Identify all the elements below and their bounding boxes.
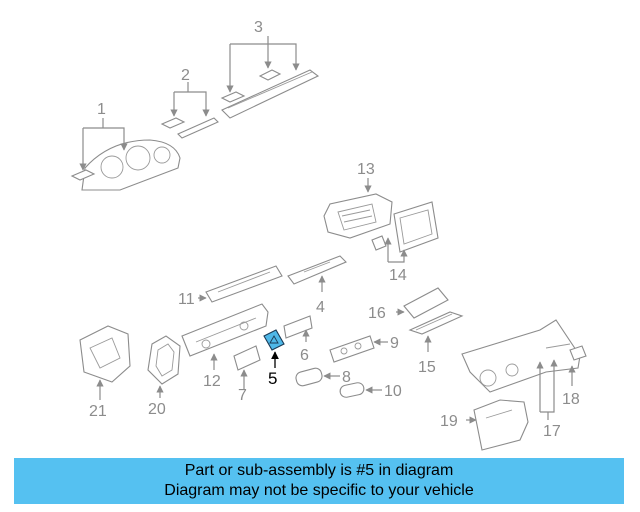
part-3-long-trim: 3: [220, 19, 320, 119]
part-13-center-vent: 13: [323, 161, 393, 239]
callout-15: 15: [418, 359, 436, 376]
callout-20: 20: [148, 401, 166, 418]
notice-line-2: Diagram may not be specific to your vehi…: [164, 482, 474, 499]
part-15-pad: 15: [408, 311, 464, 376]
callout-19: 19: [440, 413, 458, 430]
notice-line-1: Part or sub-assembly is #5 in diagram: [184, 462, 454, 479]
part-6-switch-cover: 6: [283, 315, 313, 364]
part-21-end-panel: 21: [79, 325, 131, 420]
callout-17: 17: [543, 423, 561, 440]
part-11-hazard-strip: 11: [178, 265, 283, 308]
callout-8: 8: [342, 369, 351, 386]
callout-6: 6: [300, 347, 309, 364]
parts-diagram: 1 2 3 13 14: [70, 19, 587, 451]
callout-7: 7: [238, 387, 247, 404]
callout-16: 16: [368, 305, 386, 322]
part-16-trim-panel: 16: [368, 287, 449, 322]
part-5-switch-highlighted[interactable]: 5: [263, 329, 285, 388]
callout-9: 9: [390, 335, 399, 352]
part-7-cover: 7: [233, 345, 261, 404]
callout-1: 1: [97, 101, 106, 118]
part-17-lower-dash: 17 18: [461, 319, 587, 440]
notice-banner: Part or sub-assembly is #5 in diagram Di…: [14, 458, 624, 504]
callout-5: 5: [268, 369, 277, 388]
callout-4: 4: [316, 299, 325, 316]
callout-14: 14: [389, 267, 407, 284]
part-1-cluster-bezel: 1: [70, 101, 181, 191]
part-14-display: 14: [371, 201, 439, 284]
callout-3: 3: [254, 19, 263, 36]
callout-11: 11: [178, 291, 195, 308]
callout-21: 21: [89, 403, 107, 420]
part-4-switch-panel: 4: [287, 255, 347, 316]
callout-12: 12: [203, 373, 221, 390]
part-2-trim-strip: 2: [160, 67, 219, 139]
part-12-console-trim: 12: [181, 303, 269, 390]
callout-13: 13: [357, 161, 375, 178]
part-19-glove-box: 19: [440, 399, 529, 451]
part-10-cap: 10: [339, 382, 402, 400]
part-9-switch-bezel: 9: [329, 335, 399, 363]
part-8-lens: 8: [295, 367, 351, 387]
callout-10: 10: [384, 383, 402, 400]
callout-2: 2: [181, 67, 190, 84]
callout-18: 18: [562, 391, 580, 408]
part-20-side-cover: 20: [147, 335, 181, 418]
